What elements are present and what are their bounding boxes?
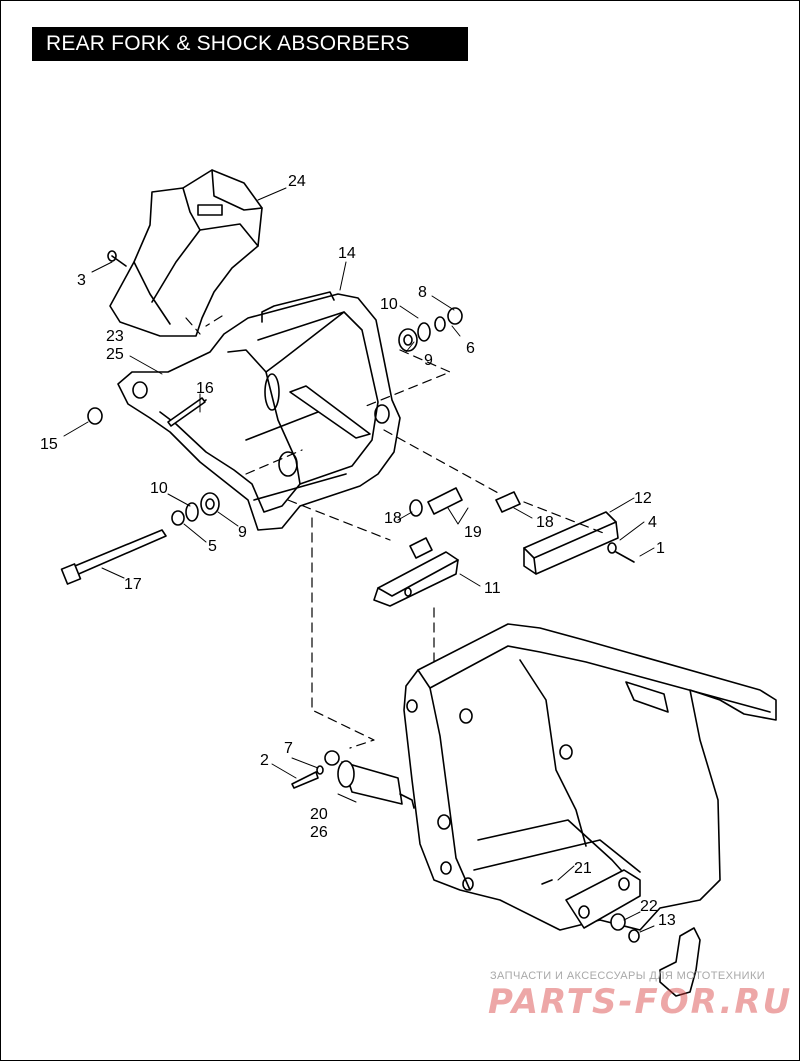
callout-15: 15 xyxy=(40,436,58,453)
callout-7: 7 xyxy=(284,740,293,757)
callout-5: 5 xyxy=(208,538,217,555)
pivot-bolt xyxy=(60,529,167,585)
shock-bracket-part xyxy=(523,511,635,575)
callout-17: 17 xyxy=(124,576,142,593)
callout-19: 19 xyxy=(464,524,482,541)
callout-14: 14 xyxy=(338,245,356,262)
callout-1: 1 xyxy=(656,540,665,557)
callout-25: 25 xyxy=(106,346,124,363)
callout-22: 22 xyxy=(640,898,658,915)
callout-8: 8 xyxy=(418,284,427,301)
bushings xyxy=(409,487,521,559)
callout-23: 23 xyxy=(106,328,124,345)
cross-tube xyxy=(289,385,371,439)
left-bearing-set xyxy=(87,397,220,526)
callout-12: 12 xyxy=(634,490,652,507)
watermark-logo: PARTS-FOR.RU xyxy=(488,982,793,1022)
callout-9-lower: 9 xyxy=(238,524,247,541)
callout-11: 11 xyxy=(484,580,501,597)
callout-13: 13 xyxy=(658,912,676,929)
callout-18-left: 18 xyxy=(384,510,402,527)
page-title: REAR FORK & SHOCK ABSORBERS xyxy=(32,27,468,61)
rear-fender-part xyxy=(109,169,263,337)
callout-leader-lines xyxy=(63,187,655,933)
callout-18-right: 18 xyxy=(536,514,554,531)
callout-21: 21 xyxy=(574,860,592,877)
watermark-caption: ЗАПЧАСТИ И АКСЕССУАРЫ ДЛЯ МОТОТЕХНИКИ xyxy=(490,970,766,982)
assembly-guide-lines xyxy=(185,315,607,749)
callout-16: 16 xyxy=(196,380,214,397)
callout-6: 6 xyxy=(466,340,475,357)
rear-fork-swingarm xyxy=(117,291,401,531)
shock-absorber-part xyxy=(291,750,415,809)
motorcycle-frame xyxy=(403,623,777,997)
callout-26: 26 xyxy=(310,824,328,841)
callout-3: 3 xyxy=(77,272,86,289)
callout-20: 20 xyxy=(310,806,328,823)
callout-10-lower: 10 xyxy=(150,480,168,497)
callout-4: 4 xyxy=(648,514,657,531)
callout-10-upper: 10 xyxy=(380,296,398,313)
callout-2: 2 xyxy=(260,752,269,769)
callout-9-upper: 9 xyxy=(424,352,433,369)
pivot-block-part xyxy=(373,551,459,607)
right-bearing-set xyxy=(107,250,463,352)
callout-24: 24 xyxy=(288,173,306,190)
